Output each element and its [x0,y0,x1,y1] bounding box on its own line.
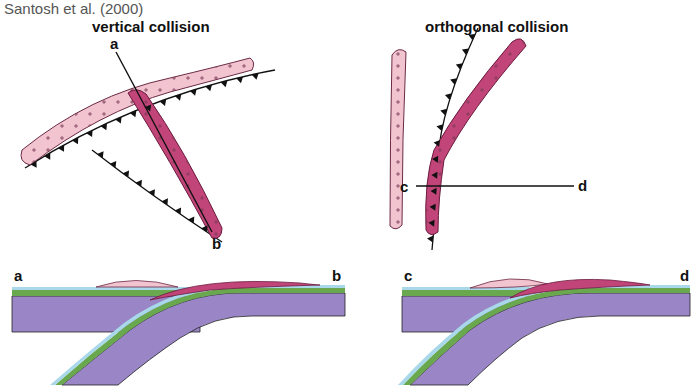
section-end-label: b [332,268,341,283]
water-layer [50,285,345,385]
thrust-tooth [145,105,152,112]
thrust-teeth [30,34,475,243]
thrust-tooth [136,180,142,187]
thrust-tooth [445,93,452,100]
light-terrane [390,50,406,229]
thrust-tooth [175,94,182,101]
panel-title: vertical collision [92,19,210,34]
section-end-label: b [212,236,221,251]
thrust-tooth [30,161,36,168]
thrust-tooth [115,117,121,124]
thrust-tooth [456,63,463,70]
crust-layer [403,288,690,385]
terrane-pattern [21,58,254,165]
thrust-tooth [160,99,167,106]
dark-terrane-section [150,281,320,300]
section-end-label: d [578,178,587,193]
water-layer [12,287,200,290]
thrust-tooth [252,73,259,80]
thrust-tooth [462,49,469,55]
light-terrane [21,58,254,165]
dark-terrane [426,39,526,235]
section-line [116,52,212,232]
thrust-tooth [221,80,228,87]
thrust-tooth [86,130,92,137]
crust-layer [402,290,530,296]
thrust-tooth [97,151,103,158]
thrust-tooth [58,145,64,152]
thrust-tooth [236,77,243,84]
terrane-pattern [426,39,526,235]
thrust-tooth [428,220,434,227]
terrane-pattern [390,50,406,229]
thrust-tooth [188,216,194,223]
thrust-tooth [440,109,447,116]
thrust-tooth [149,189,155,196]
thrust-tooth [430,204,436,211]
section-end-label: c [400,179,408,194]
section-end-label: a [14,268,22,283]
thrust-tooth [110,161,116,168]
thrust-tooth [205,85,212,92]
section-end-label: d [680,268,689,283]
section-end-label: c [404,268,412,283]
thrust-tooth [427,236,433,243]
panel-title: orthogonal collision [425,19,568,34]
crust-layer [55,288,345,385]
dark-terrane-section [510,279,650,298]
thrust-tooth [201,225,207,232]
thrust-tooth [450,78,457,85]
thrust-tooth [123,170,129,177]
thrust-tooth [434,140,440,147]
thrust-tooth [175,207,181,214]
section-line [416,185,574,186]
thrust-tooth [72,137,78,144]
thrust-tooth [431,188,437,195]
thrust-tooth [431,172,437,179]
thrust-tooth [468,34,475,40]
thrust-tooth [432,156,438,163]
thrust-tooth [190,89,197,96]
citation-title: Santosh et al. (2000) [4,1,143,16]
thrust-tooth [162,198,168,205]
water-layer [398,285,690,385]
thrust-tooth [130,110,136,117]
section-end-label: a [110,36,118,51]
thrust-tooth [44,153,50,160]
thrust-tooth [436,124,443,131]
thrust-tooth [101,123,107,130]
light-terrane-section [96,281,178,288]
